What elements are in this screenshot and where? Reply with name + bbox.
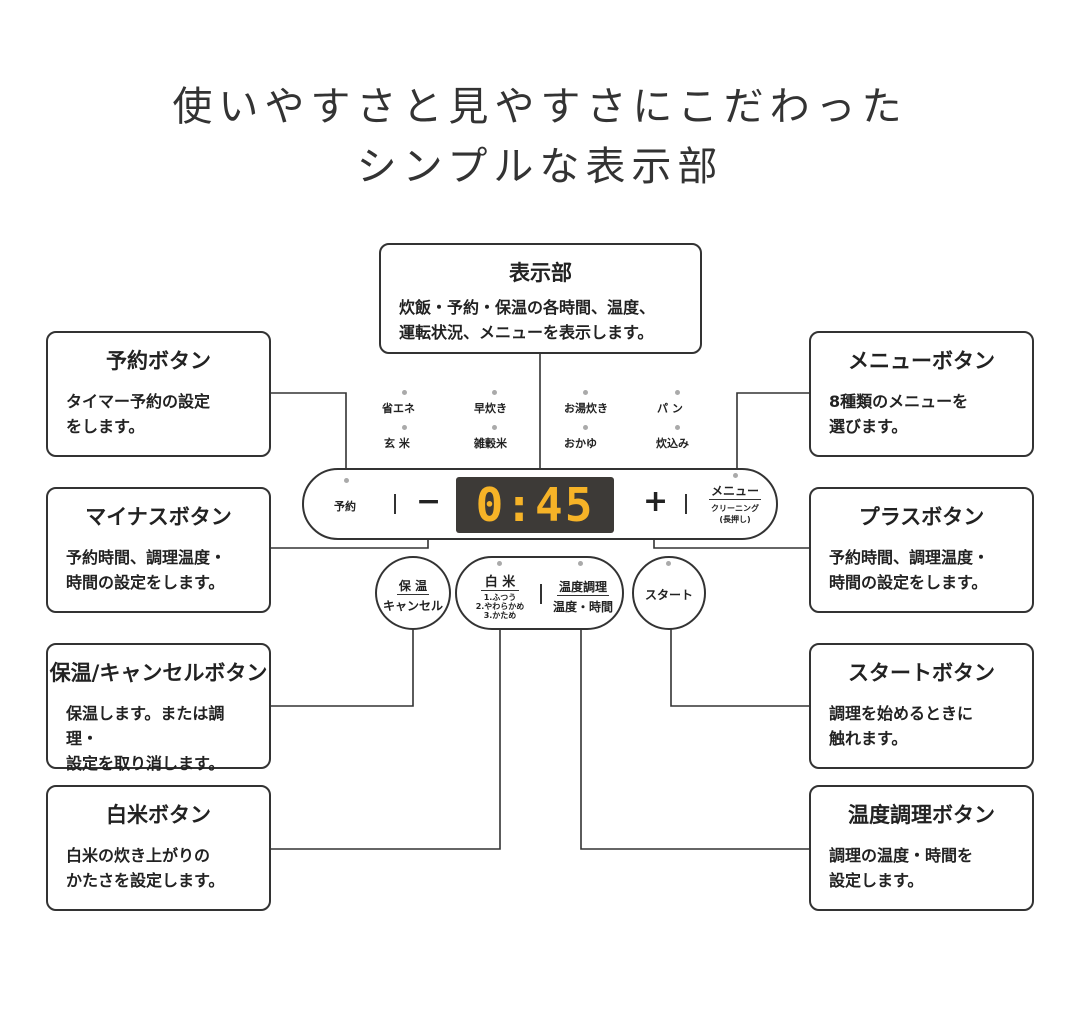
indicator-dot: [492, 425, 497, 430]
menu-item-mixed-grain[interactable]: 雑穀米: [474, 437, 507, 450]
callout-keepwarm-title: 保温/キャンセルボタン: [49, 661, 268, 685]
rice-option-1: 1.ふつう: [483, 593, 517, 602]
display-screen: 0:45: [456, 477, 614, 533]
callout-temp-cook-desc: 調理の温度・時間を 設定します。: [829, 846, 974, 890]
display-time: 0:45: [475, 478, 595, 532]
headline-line-1: 使いやすさと見やすさにこだわった: [172, 84, 908, 130]
indicator-dot: [675, 390, 680, 395]
menu-item-takikomi[interactable]: 炊込み: [656, 437, 689, 450]
callout-plus-title: プラスボタン: [858, 505, 985, 529]
callout-display: 表示部 炊飯・予約・保温の各時間、温度、 運転状況、メニューを表示します。: [379, 243, 702, 354]
line-white-rice: [270, 625, 501, 850]
callout-start-desc: 調理を始めるときに 触れます。: [829, 704, 974, 748]
start-indicator-dot: [666, 561, 671, 566]
separator: [394, 494, 396, 514]
menu-item-brown-rice[interactable]: 玄 米: [384, 437, 410, 450]
callout-white-rice: 白米ボタン 白米の炊き上がりの かたさを設定します。: [46, 785, 271, 911]
callout-white-rice-title: 白米ボタン: [106, 803, 211, 827]
menu-indicator-dot: [733, 473, 738, 478]
temp-indicator-dot: [578, 561, 583, 566]
white-rice-button[interactable]: 白 米 1.ふつう 2.やわらかめ 3.かため: [466, 571, 534, 620]
temp-cook-button[interactable]: 温度調理 温度・時間: [548, 576, 618, 615]
callout-temp-cook: 温度調理ボタン 調理の温度・時間を 設定します。: [809, 785, 1034, 911]
menu-item-hot-water[interactable]: お湯炊き: [564, 402, 608, 415]
rice-indicator-dot: [497, 561, 502, 566]
indicator-dot: [492, 390, 497, 395]
plus-button[interactable]: +: [643, 484, 669, 519]
indicator-dot: [675, 425, 680, 430]
callout-minus-title: マイナスボタン: [85, 505, 232, 529]
minus-button[interactable]: −: [416, 484, 442, 519]
callout-temp-cook-title: 温度調理ボタン: [848, 803, 995, 827]
menu-item-save-energy[interactable]: 省エネ: [382, 402, 415, 415]
rice-option-2: 2.やわらかめ: [475, 602, 525, 611]
line-menu: [736, 392, 810, 478]
callout-plus-desc: 予約時間、調理温度・ 時間の設定をします。: [829, 548, 990, 592]
indicator-dot: [583, 425, 588, 430]
cancel-label: キャンセル: [382, 599, 443, 613]
long-press-label: (長押し): [719, 515, 751, 524]
start-button[interactable]: スタート: [632, 556, 706, 630]
white-rice-label: 白 米: [480, 571, 520, 591]
callout-display-desc: 炊飯・予約・保温の各時間、温度、 運転状況、メニューを表示します。: [399, 298, 656, 342]
indicator-dot: [402, 390, 407, 395]
separator: [540, 584, 542, 604]
menu-button[interactable]: メニュー クリーニング (長押し): [700, 480, 770, 525]
cleaning-label: クリーニング: [711, 504, 759, 513]
indicator-dot: [583, 390, 588, 395]
timer-button[interactable]: 予約: [334, 500, 356, 513]
menu-item-porridge[interactable]: おかゆ: [564, 437, 597, 450]
headline-line-2: シンプルな表示部: [356, 144, 724, 190]
line-keepwarm: [270, 630, 414, 707]
callout-menu: メニューボタン 8種類のメニューを 選びます。: [809, 331, 1034, 457]
callout-timer-desc: タイマー予約の設定 をします。: [66, 392, 211, 436]
callout-start: スタートボタン 調理を始めるときに 触れます。: [809, 643, 1034, 769]
timer-indicator-dot: [344, 478, 349, 483]
rice-temp-pill: [455, 556, 624, 630]
callout-display-title: 表示部: [509, 261, 572, 285]
start-label: スタート: [644, 588, 693, 602]
callout-menu-desc: 8種類のメニューを 選びます。: [829, 392, 969, 436]
line-timer: [270, 392, 347, 482]
callout-timer: 予約ボタン タイマー予約の設定 をします。: [46, 331, 271, 457]
temp-time-label: 温度・時間: [552, 600, 613, 614]
menu-button-label: メニュー: [708, 484, 761, 500]
keepwarm-cancel-button[interactable]: 保 温 キャンセル: [375, 556, 451, 630]
line-start: [670, 628, 810, 707]
callout-keepwarm-desc: 保温します。または調理・ 設定を取り消します。: [66, 704, 225, 773]
callout-timer-title: 予約ボタン: [106, 349, 211, 373]
keepwarm-label: 保 温: [396, 579, 430, 595]
menu-item-quick[interactable]: 早炊き: [474, 402, 507, 415]
callout-plus: プラスボタン 予約時間、調理温度・ 時間の設定をします。: [809, 487, 1034, 613]
callout-start-title: スタートボタン: [848, 661, 995, 685]
callout-minus-desc: 予約時間、調理温度・ 時間の設定をします。: [66, 548, 227, 592]
menu-item-bread[interactable]: パ ン: [657, 402, 683, 415]
indicator-dot: [402, 425, 407, 430]
rice-option-3: 3.かため: [483, 611, 517, 620]
line-temp-cook: [580, 630, 810, 850]
callout-white-rice-desc: 白米の炊き上がりの かたさを設定します。: [66, 846, 225, 890]
callout-minus: マイナスボタン 予約時間、調理温度・ 時間の設定をします。: [46, 487, 271, 613]
callout-keepwarm: 保温/キャンセルボタン 保温します。または調理・ 設定を取り消します。: [46, 643, 271, 773]
callout-menu-title: メニューボタン: [848, 349, 995, 373]
temp-cook-label: 温度調理: [556, 580, 609, 596]
separator: [685, 494, 687, 514]
